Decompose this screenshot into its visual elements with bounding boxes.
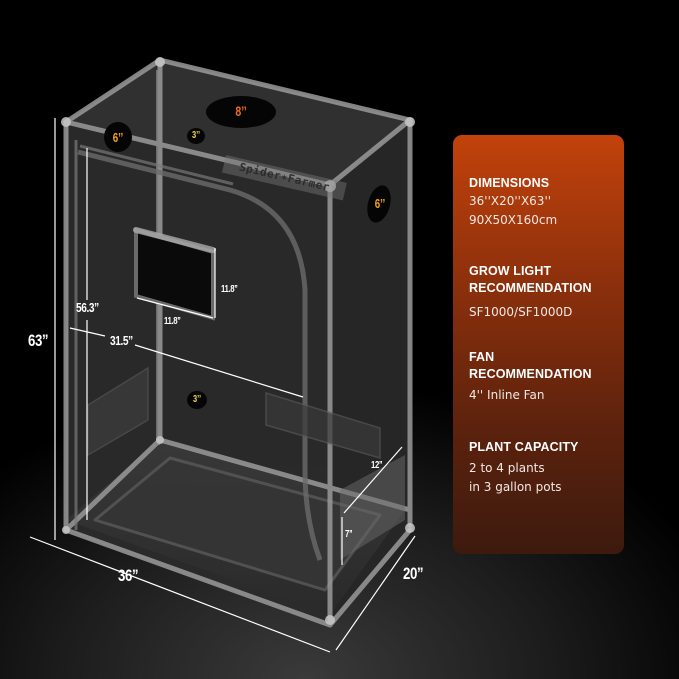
front-port-6-label: 6’’ (112, 130, 124, 145)
spec-grow-light: GROW LIGHT RECOMMENDATION SF1000/SF1000D (469, 263, 592, 322)
front-middle-port-label: 3’’ (192, 394, 202, 405)
front-port-3-label: 3’’ (191, 130, 201, 141)
spec-heading: PLANT CAPACITY (469, 440, 579, 454)
spec-plant-capacity: PLANT CAPACITY 2 to 4 plants in 3 gallon… (469, 439, 579, 497)
spec-value: 4'' Inline Fan (469, 388, 545, 402)
door-width-label: 31.5’’ (110, 333, 133, 348)
depth-label: 20’’ (403, 564, 424, 583)
spec-heading: GROW LIGHT (469, 264, 552, 278)
spec-value: SF1000/SF1000D (469, 305, 573, 319)
top-port-label: 8’’ (235, 103, 247, 119)
window-height-label: 11.8’’ (221, 284, 238, 295)
sleeve-width-label: 12’’ (371, 460, 383, 471)
spec-heading: DIMENSIONS (469, 176, 550, 190)
spec-value: in 3 gallon pots (469, 480, 562, 494)
spec-heading: RECOMMENDATION (469, 367, 592, 381)
side-port-label: 6’’ (374, 196, 386, 211)
spec-value: 2 to 4 plants (469, 461, 545, 475)
height-total-label: 63’’ (28, 331, 49, 350)
spec-value: 36''X20''X63'' (469, 194, 552, 208)
width-label: 36’’ (118, 566, 139, 585)
sleeve-height-label: 7’’ (345, 529, 353, 540)
window-width-label: 11.8’’ (164, 316, 181, 327)
spec-heading: RECOMMENDATION (469, 281, 592, 295)
specs-panel: DIMENSIONS 36''X20''X63'' 90X50X160cm GR… (453, 135, 624, 554)
spec-value: 90X50X160cm (469, 213, 558, 227)
spec-dimensions: DIMENSIONS 36''X20''X63'' 90X50X160cm (469, 175, 557, 230)
height-door-label: 56.3’’ (76, 300, 99, 315)
spec-fan: FAN RECOMMENDATION 4'' Inline Fan (469, 349, 592, 405)
spec-heading: FAN (469, 350, 495, 364)
